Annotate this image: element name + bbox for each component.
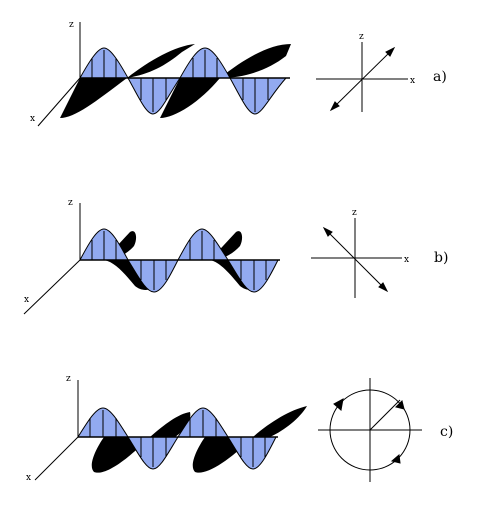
panel-b-pol-x-label: x [404,255,409,265]
panel-c-x-label: x [26,473,31,483]
panel-a-polarization-indicator [316,42,408,112]
panel-c-wave-down-2 [227,436,277,470]
panel-a: z x z x a) [30,20,447,127]
panel-a-label: a) [433,69,447,85]
panel-a-x-label: x [30,114,35,124]
panel-b-x-label: x [24,295,29,305]
panel-b-z-label: z [68,198,73,208]
panel-b-wave-up-2 [177,228,229,261]
panel-c: z x c) [26,374,453,483]
panel-a-field-arrows [91,50,269,112]
panel-a-pol-x-label: x [410,76,415,86]
panel-c-label: c) [440,424,453,440]
panel-a-x-axis [37,77,81,127]
panel-c-z-label: z [66,374,71,384]
panel-c-polarization-indicator [318,378,422,482]
panel-c-field-arrows [89,410,266,467]
panel-b-x-axis [23,259,81,315]
panel-b-label: b) [434,250,448,266]
panel-b-polarization-indicator [311,218,402,298]
panel-b-field-arrows [91,231,267,290]
panel-c-x-axis [34,436,79,481]
panel-a-shadow-wave [60,44,291,118]
panel-a-pol-z-label: z [359,32,364,42]
panel-b-pol-z-label: z [352,208,357,218]
panel-a-z-label: z [69,20,74,30]
panel-b: z x z x b) [23,198,448,315]
panel-a-wave-down-2 [229,77,288,115]
